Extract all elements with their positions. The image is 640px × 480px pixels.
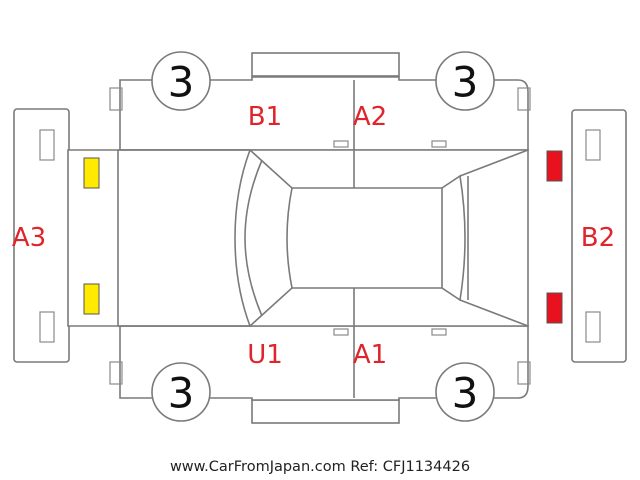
right-bumper-panel [571,109,627,363]
damage-code-a2: A2 [353,102,387,132]
red-marker [546,150,563,182]
bottom-side-panel [109,325,531,424]
yellow-marker [83,157,100,189]
yellow-marker [83,283,100,315]
wheel-grade: 3 [452,58,479,107]
reference-footer: www.CarFromJapan.com Ref: CFJ1134426 [170,459,470,475]
damage-code-b1: B1 [248,102,282,132]
damage-code-a1: A1 [353,340,387,370]
wheel-rear-left: 3 [435,51,495,111]
wheel-rear-right: 3 [435,362,495,422]
wheel-grade: 3 [168,369,195,418]
red-marker [546,292,563,324]
car-top-view [67,149,529,327]
wheel-grade: 3 [452,369,479,418]
wheel-grade: 3 [168,58,195,107]
damage-code-b2: B2 [581,223,615,253]
damage-code-a3: A3 [12,223,46,253]
wheel-front-right: 3 [151,362,211,422]
damage-code-u1: U1 [247,340,283,370]
top-side-panel [109,52,531,151]
wheel-front-left: 3 [151,51,211,111]
